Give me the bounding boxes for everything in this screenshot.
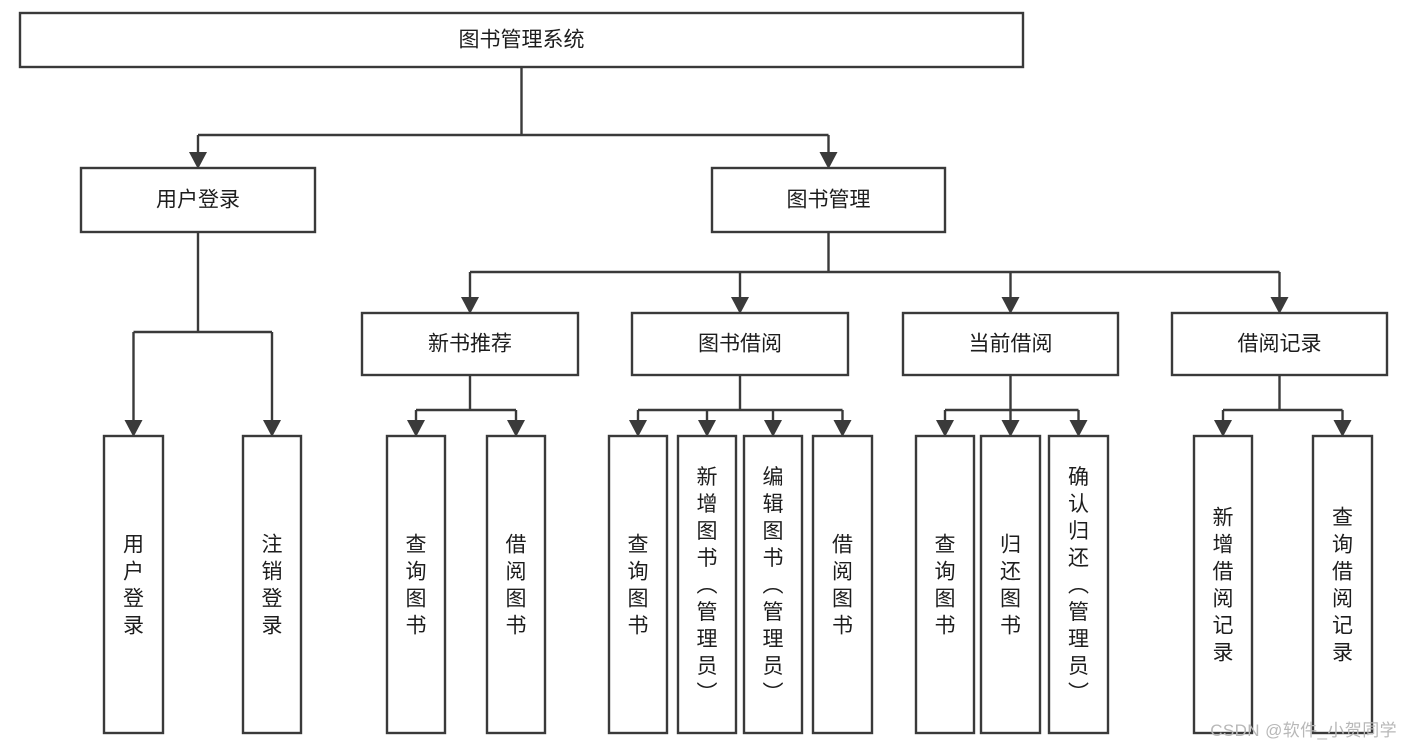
node-box xyxy=(710,166,947,234)
node-label: 借阅记录 xyxy=(1238,333,1322,356)
node-box xyxy=(676,434,738,735)
node-leaf-cur-confirm-return[interactable]: 确认归还︵管理员︶ xyxy=(1047,434,1110,735)
node-leaf-borrow-add-book[interactable]: 新增图书︵管理员︶ xyxy=(676,434,738,735)
node-leaf-rec-borrow-book[interactable]: 借阅图书 xyxy=(485,434,547,735)
node-leaf-user-logout[interactable]: 注销登录 xyxy=(241,434,303,735)
node-box xyxy=(811,434,874,735)
node-label: 归还图书 xyxy=(1000,534,1021,638)
node-user-login[interactable]: 用户登录 xyxy=(79,166,317,234)
arrow-head-icon xyxy=(1333,420,1352,437)
node-label: 新增借阅记录 xyxy=(1213,507,1234,665)
arrow-head-icon xyxy=(124,420,143,437)
node-label: 图书借阅 xyxy=(698,333,782,356)
arrow-head-icon xyxy=(1001,420,1020,437)
arrow-head-icon xyxy=(507,420,525,437)
node-leaf-rec-query-record[interactable]: 查询借阅记录 xyxy=(1311,434,1374,735)
node-label: 新书推荐 xyxy=(428,333,512,356)
node-box xyxy=(979,434,1042,735)
node-leaf-borrow-borrow-book[interactable]: 借阅图书 xyxy=(811,434,874,735)
node-label: 编辑图书︵管理员︶ xyxy=(763,466,784,705)
node-borrow-record[interactable]: 借阅记录 xyxy=(1170,311,1389,377)
node-root[interactable]: 图书管理系统 xyxy=(18,11,1025,69)
arrow-head-icon xyxy=(698,420,716,437)
node-box xyxy=(901,311,1120,377)
node-label: 查询图书 xyxy=(406,534,427,638)
node-box xyxy=(1311,434,1374,735)
node-box xyxy=(914,434,976,735)
node-label: 查询图书 xyxy=(935,534,956,638)
node-box xyxy=(360,311,580,377)
node-label: 用户登录 xyxy=(123,534,144,638)
node-leaf-borrow-edit-book[interactable]: 编辑图书︵管理员︶ xyxy=(742,434,804,735)
node-leaf-cur-return-book[interactable]: 归还图书 xyxy=(979,434,1042,735)
node-label: 查询借阅记录 xyxy=(1332,507,1353,665)
arrow-head-icon xyxy=(263,420,281,437)
arrow-head-icon xyxy=(731,297,749,314)
arrow-head-icon xyxy=(1001,297,1020,314)
nodes-layer: 图书管理系统用户登录图书管理新书推荐图书借阅当前借阅借阅记录用户登录注销登录查询… xyxy=(18,11,1389,735)
node-label: 当前借阅 xyxy=(969,333,1053,356)
node-label: 图书管理系统 xyxy=(459,29,585,52)
node-box xyxy=(241,434,303,735)
node-label: 借阅图书 xyxy=(506,534,527,638)
node-leaf-borrow-query-book[interactable]: 查询图书 xyxy=(607,434,669,735)
node-box xyxy=(607,434,669,735)
node-box xyxy=(485,434,547,735)
node-leaf-cur-query-book[interactable]: 查询图书 xyxy=(914,434,976,735)
arrow-head-icon xyxy=(819,152,838,169)
arrow-head-icon xyxy=(407,420,425,437)
node-label: 查询图书 xyxy=(628,534,649,638)
node-label: 借阅图书 xyxy=(832,534,853,638)
node-label: 用户登录 xyxy=(156,189,240,212)
arrow-head-icon xyxy=(833,420,852,437)
node-box xyxy=(79,166,317,234)
arrow-head-icon xyxy=(1270,297,1289,314)
arrow-head-icon xyxy=(189,152,207,169)
node-box xyxy=(102,434,165,735)
node-new-book-rec[interactable]: 新书推荐 xyxy=(360,311,580,377)
arrow-head-icon xyxy=(461,297,479,314)
node-box xyxy=(1192,434,1254,735)
node-book-borrow[interactable]: 图书借阅 xyxy=(630,311,850,377)
watermark-label: CSDN @软件_小贺同学 xyxy=(1210,721,1397,740)
node-box xyxy=(742,434,804,735)
node-leaf-rec-query-book[interactable]: 查询图书 xyxy=(385,434,447,735)
node-label: 确认归还︵管理员︶ xyxy=(1068,466,1089,705)
node-label: 注销登录 xyxy=(262,534,283,638)
node-leaf-user-login[interactable]: 用户登录 xyxy=(102,434,165,735)
node-label: 图书管理 xyxy=(787,189,871,212)
node-box xyxy=(385,434,447,735)
arrow-head-icon xyxy=(764,420,782,437)
node-box xyxy=(630,311,850,377)
node-label: 新增图书︵管理员︶ xyxy=(697,466,718,705)
arrow-head-icon xyxy=(1214,420,1232,437)
node-box xyxy=(1047,434,1110,735)
node-box xyxy=(1170,311,1389,377)
node-book-manage[interactable]: 图书管理 xyxy=(710,166,947,234)
arrow-head-icon xyxy=(1069,420,1088,437)
arrow-head-icon xyxy=(936,420,954,437)
edges-layer xyxy=(124,67,1352,437)
node-leaf-rec-add-record[interactable]: 新增借阅记录 xyxy=(1192,434,1254,735)
node-box xyxy=(18,11,1025,69)
arrow-head-icon xyxy=(629,420,647,437)
node-current-borrow[interactable]: 当前借阅 xyxy=(901,311,1120,377)
